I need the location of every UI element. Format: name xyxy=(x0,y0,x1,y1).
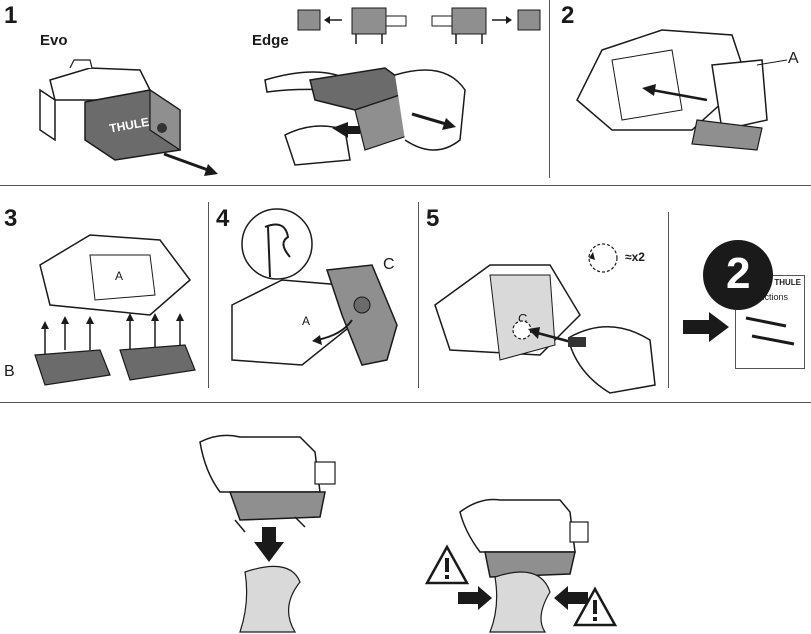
arrow-edge-push xyxy=(332,122,360,138)
step-number-2: 2 xyxy=(561,2,575,29)
next-step-number: 2 xyxy=(726,249,751,298)
step5-tool-illustration: C xyxy=(434,264,656,394)
part-c-label: C xyxy=(518,311,527,326)
arrow-to-next xyxy=(683,312,729,342)
step-number-5: 5 xyxy=(426,205,440,232)
divider-step3-4 xyxy=(208,202,209,388)
roof-bars-icon xyxy=(745,316,795,346)
repeat-count-text: x2 xyxy=(631,250,645,264)
label-evo: Evo xyxy=(40,32,68,49)
divider-row-1 xyxy=(0,185,811,186)
edge-detail-left xyxy=(297,7,407,44)
part-a-label: A xyxy=(115,269,123,283)
step-number-3: 3 xyxy=(4,205,18,232)
step-number-1: 1 xyxy=(4,2,18,29)
warning-icon-left xyxy=(424,544,470,585)
thule-logo: THULE xyxy=(108,115,150,136)
step4-detail-circle xyxy=(241,208,313,280)
arrow-evo-pull xyxy=(163,152,218,176)
callout-b: B xyxy=(4,363,15,380)
edge-detail-right xyxy=(431,7,541,44)
incorrect-fit-illustration xyxy=(458,498,589,633)
callout-c: C xyxy=(383,256,395,273)
evo-foot-illustration: THULE xyxy=(39,59,181,161)
divider-row-2 xyxy=(0,402,811,403)
label-edge: Edge xyxy=(252,32,289,49)
warning-icon-right xyxy=(572,586,618,627)
part-a-label-4: A xyxy=(302,314,310,328)
next-step-badge xyxy=(703,240,773,310)
callout-a: A xyxy=(788,50,799,67)
arrow-edge-pull xyxy=(411,112,456,130)
step-number-4: 4 xyxy=(216,205,230,232)
step2-bracket-illustration xyxy=(576,29,788,151)
edge-foot-illustration xyxy=(264,67,466,166)
divider-step5-ref xyxy=(668,212,669,388)
divider-step1-2 xyxy=(549,0,550,178)
repeat-count: ≈x2 xyxy=(625,250,645,264)
step3-pads-illustration: A xyxy=(34,234,196,386)
rotation-icon xyxy=(588,243,618,273)
correct-fit-illustration xyxy=(199,434,336,633)
step4-foot-illustration: A xyxy=(231,264,398,366)
divider-step4-5 xyxy=(418,202,419,388)
next-booklet-brand: THULE xyxy=(774,278,801,287)
